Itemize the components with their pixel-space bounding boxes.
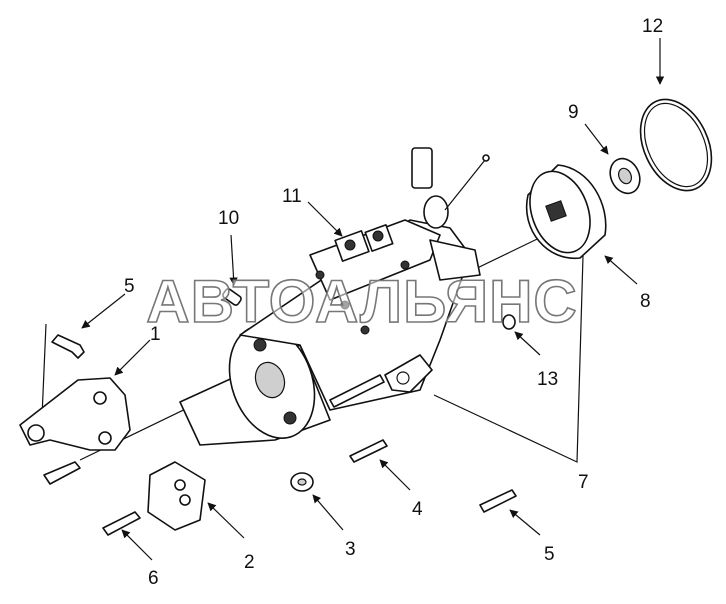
callout-10: 10 (218, 208, 239, 229)
mounting-bracket (19, 377, 131, 451)
callout-3: 3 (345, 539, 356, 560)
callout-13: 13 (537, 369, 558, 390)
callout-1: 1 (150, 324, 161, 345)
callout-labels: 1 2 3 4 5 5 6 7 8 9 10 11 12 13 (124, 16, 663, 589)
flange-nut (609, 157, 641, 195)
callout-8: 8 (640, 291, 651, 312)
watermark-logo: АВТОАЛЬЯНС (146, 268, 578, 335)
bolt-center (349, 439, 388, 463)
callout-12: 12 (642, 16, 663, 37)
callout-9: 9 (568, 102, 579, 123)
bolt-lower-left (43, 461, 81, 485)
pump-assembly (179, 147, 490, 446)
callout-5-upper: 5 (124, 276, 135, 297)
bolt-lower-right (479, 489, 517, 513)
callout-arrows (81, 38, 665, 561)
o-ring-seal (639, 98, 713, 192)
callout-6: 6 (148, 568, 159, 589)
hex-nut (290, 472, 314, 492)
callout-7: 7 (578, 472, 589, 493)
callout-2: 2 (244, 552, 255, 573)
callout-11: 11 (282, 186, 302, 207)
group-7-leader (433, 255, 584, 463)
bolt-clamp (102, 511, 141, 536)
pulley-cover (525, 164, 607, 260)
clamp-block (147, 461, 206, 531)
small-washer (502, 314, 516, 330)
callout-5-lower: 5 (544, 544, 555, 565)
bolt-upper-left (51, 334, 85, 359)
callout-4: 4 (412, 499, 423, 520)
locating-pin (222, 288, 242, 306)
